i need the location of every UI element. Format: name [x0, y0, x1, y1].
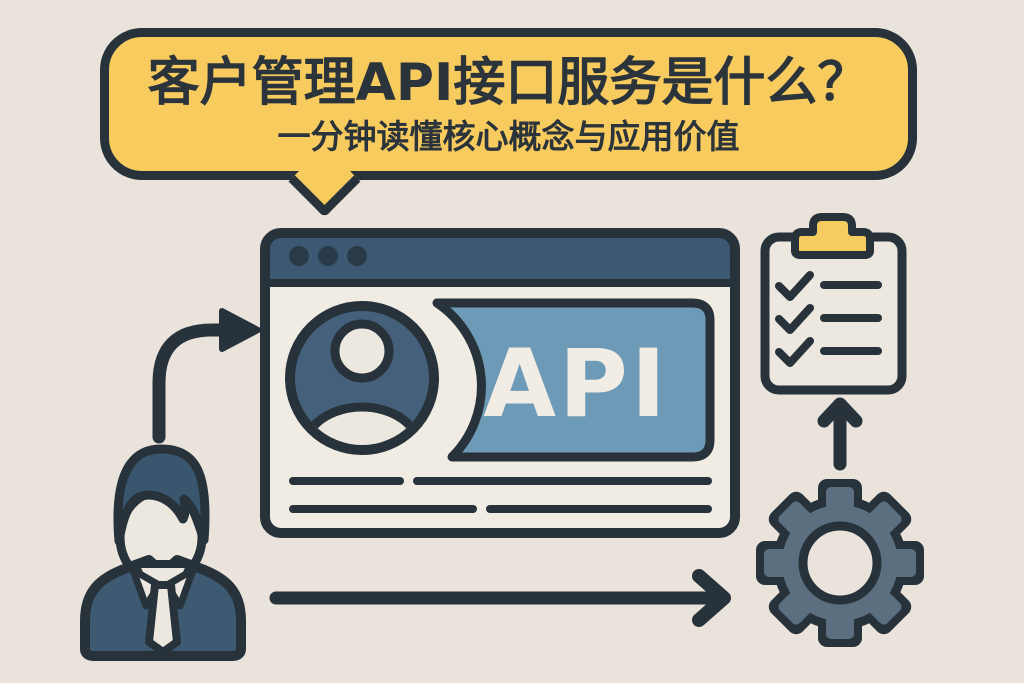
- avatar-shoulders: [300, 402, 424, 445]
- gear-icon: [756, 479, 924, 647]
- checkmark-icon: [775, 337, 814, 367]
- browser-titlebar: [265, 233, 735, 282]
- clipboard-checklist-icon: [760, 213, 907, 395]
- text-placeholder-lines: [289, 477, 712, 513]
- window-dot-icon: [318, 246, 338, 266]
- up-arrow-icon: [817, 397, 863, 471]
- clipboard-clip: [791, 213, 874, 259]
- window-control-dots: [289, 246, 367, 266]
- speech-bubble: 客户管理API接口服务是什么？ 一分钟读懂核心概念与应用价值: [100, 28, 917, 180]
- avatar-head: [330, 319, 394, 383]
- window-dot-icon: [347, 246, 367, 266]
- right-arrow-icon: [269, 569, 731, 627]
- bubble-subtitle: 一分钟读懂核心概念与应用价值: [277, 116, 740, 156]
- clipboard-board: [760, 232, 907, 395]
- businessman-icon: [80, 444, 246, 661]
- api-badge: API: [432, 298, 715, 462]
- bubble-title: 客户管理API接口服务是什么？: [147, 52, 870, 113]
- user-avatar-icon: [285, 301, 439, 455]
- curved-arrow-icon: [152, 308, 261, 444]
- browser-frame: [260, 228, 740, 538]
- tie: [145, 581, 181, 656]
- person-hair: [113, 444, 210, 546]
- api-label: API: [483, 330, 669, 439]
- browser-window-icon: API: [260, 228, 740, 538]
- gear-hub: [798, 521, 882, 605]
- window-dot-icon: [289, 246, 309, 266]
- checkmark-icon: [775, 304, 814, 334]
- checkmark-icon: [775, 271, 814, 301]
